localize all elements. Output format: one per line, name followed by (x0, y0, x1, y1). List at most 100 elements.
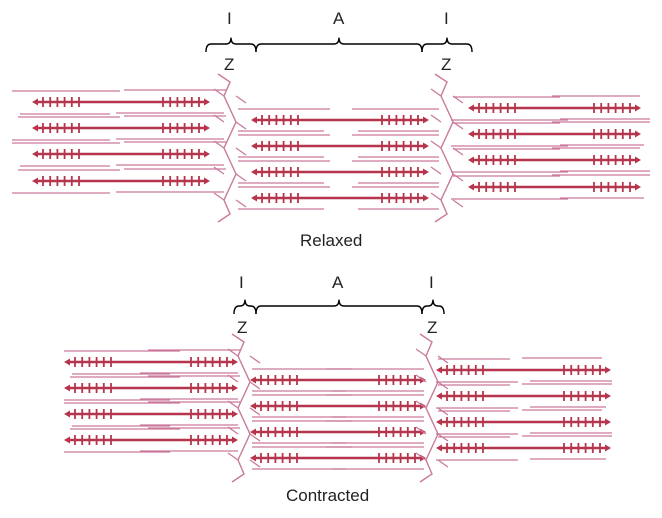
band-bracket (255, 299, 423, 315)
thick-filament-tip (423, 194, 429, 202)
thick-filament-tip (250, 402, 256, 410)
z-line-spoke (227, 426, 239, 435)
z-line-spoke (430, 192, 442, 201)
thick-filament-tip (468, 130, 474, 138)
thick-filament-tip (32, 150, 38, 158)
thick-filament-tip (232, 436, 238, 444)
thick-filament-tip (635, 183, 641, 191)
z-line-spoke (415, 426, 427, 435)
thick-filament-tip (436, 366, 442, 374)
thick-filament-tip (32, 124, 38, 132)
thick-filament-tip (423, 168, 429, 176)
thick-filament-tip (605, 392, 611, 400)
z-line-spoke (430, 166, 442, 175)
z-line-left (231, 333, 251, 483)
thick-filament-tip (64, 436, 70, 444)
thick-filament-tip (605, 444, 611, 452)
thick-filament-tip (423, 116, 429, 124)
thick-filament-tip (605, 418, 611, 426)
relaxed-a-band-label: A (333, 9, 345, 28)
relaxed-caption: Relaxed (300, 231, 363, 250)
thick-filament-tip (251, 142, 257, 150)
thick-filament-tip (250, 376, 256, 384)
z-line-spoke (437, 433, 449, 442)
z-line-spoke (430, 140, 442, 149)
thick-filament-tip (436, 444, 442, 452)
contracted-z-line-left-label: Z (237, 318, 248, 337)
relaxed-z-line-right-label: Z (441, 55, 452, 74)
z-line-right (434, 73, 454, 223)
z-line-spoke (213, 114, 225, 123)
contracted-caption: Contracted (286, 486, 370, 505)
z-line-spoke (452, 173, 464, 182)
z-line-spoke (452, 121, 464, 130)
thick-filament-tip (635, 156, 641, 164)
thick-filament-tip (32, 98, 38, 106)
band-bracket (233, 299, 257, 315)
z-line-spoke (437, 407, 449, 416)
z-line-spoke (227, 374, 239, 383)
z-line-spoke (249, 407, 261, 416)
z-line-spoke (249, 433, 261, 442)
z-line-left (217, 73, 237, 223)
z-line-spoke (213, 192, 225, 201)
z-line-spoke (235, 173, 247, 182)
band-bracket (421, 37, 473, 53)
thick-filament-tip (436, 418, 442, 426)
contracted-i-band-right-label: I (429, 273, 434, 292)
relaxed-z-line-left-label: Z (224, 55, 235, 74)
thick-filament-tip (436, 392, 442, 400)
z-line-spoke (437, 355, 449, 364)
thick-filament-tip (423, 142, 429, 150)
thick-filament-tip (204, 150, 210, 158)
z-line-spoke (452, 147, 464, 156)
z-line-spoke (213, 166, 225, 175)
thick-filament-tip (64, 410, 70, 418)
z-line-spoke (213, 140, 225, 149)
z-line-spoke (415, 374, 427, 383)
band-bracket (255, 37, 423, 53)
thick-filament-tip (635, 104, 641, 112)
z-line-spoke (437, 459, 449, 468)
thick-filament-tip (204, 98, 210, 106)
z-line-spoke (249, 459, 261, 468)
relaxed-i-band-right-label: I (444, 9, 449, 28)
z-line-spoke (249, 381, 261, 390)
z-line-spoke (235, 95, 247, 104)
contracted-i-band-left-label: I (239, 273, 244, 292)
thick-filament-tip (605, 366, 611, 374)
thick-filament-tip (468, 156, 474, 164)
z-line-spoke (227, 348, 239, 357)
thick-filament-tip (204, 177, 210, 185)
contracted-a-band-label: A (332, 273, 344, 292)
z-line-spoke (452, 95, 464, 104)
thick-filament-tip (232, 358, 238, 366)
band-bracket (205, 37, 257, 53)
z-line-spoke (227, 452, 239, 461)
z-line-spoke (437, 381, 449, 390)
thick-filament-tip (251, 194, 257, 202)
thick-filament-tip (251, 116, 257, 124)
thick-filament-tip (468, 183, 474, 191)
thick-filament-tip (635, 130, 641, 138)
z-line-spoke (430, 88, 442, 97)
thick-filament-tip (251, 168, 257, 176)
z-line-spoke (227, 400, 239, 409)
thick-filament-tip (468, 104, 474, 112)
band-bracket (421, 299, 445, 315)
thick-filament-tip (32, 177, 38, 185)
z-line-spoke (415, 452, 427, 461)
z-line-spoke (415, 400, 427, 409)
relaxed-panel (12, 37, 650, 223)
thick-filament-tip (232, 384, 238, 392)
thick-filament-tip (64, 358, 70, 366)
z-line-spoke (235, 121, 247, 130)
thick-filament-tip (64, 384, 70, 392)
relaxed-i-band-left-label: I (227, 9, 232, 28)
z-line-spoke (235, 199, 247, 208)
thick-filament-tip (204, 124, 210, 132)
z-line-spoke (430, 114, 442, 123)
contracted-panel (64, 299, 612, 483)
